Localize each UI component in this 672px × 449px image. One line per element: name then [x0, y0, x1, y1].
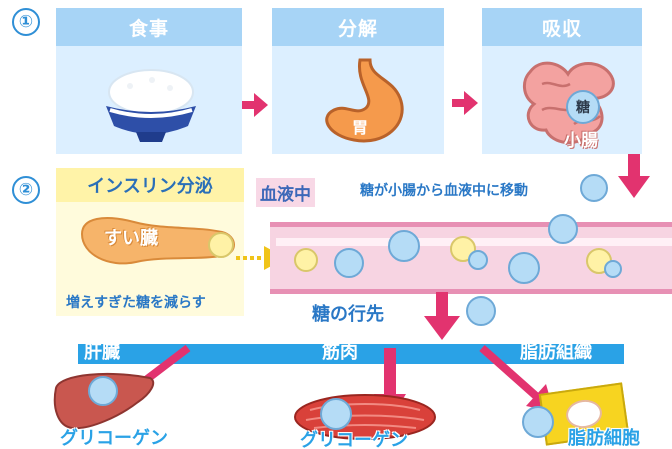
glucose-particle	[508, 252, 540, 284]
glucose-particle	[580, 174, 608, 202]
blood-label: 血液中	[256, 178, 315, 207]
meal-panel: 食事	[56, 8, 242, 154]
fat-tissue-label: 脂肪組織	[520, 342, 592, 363]
muscle-glycogen-label: グリコーゲン	[300, 430, 408, 449]
step-number-2: ②	[12, 176, 40, 204]
digestion-panel: 分解 胃	[272, 8, 444, 154]
move-text: 糖が小腸から血液中に移動	[360, 183, 528, 199]
glucose-particle	[320, 398, 352, 430]
fat-cell-label: 脂肪細胞	[568, 428, 640, 449]
stomach-label: 胃	[352, 118, 369, 137]
liver-label: 肝臓	[84, 342, 120, 363]
glucose-particle	[468, 250, 488, 270]
sugar-bubble-label: 糖	[576, 100, 590, 116]
glucose-particle	[388, 230, 420, 262]
sugar-bubble: 糖	[566, 90, 600, 124]
digestion-title: 分解	[272, 8, 444, 46]
glucose-particle	[88, 376, 118, 406]
glucose-particle	[548, 214, 578, 244]
small-intestine-label: 小腸	[564, 131, 598, 151]
glucose-particle	[466, 296, 496, 326]
sugar-destination-label: 糖の行先	[312, 304, 384, 325]
insulin-title: インスリン分泌	[56, 168, 244, 202]
pancreas-label: すい臓	[104, 228, 158, 249]
muscle-label: 筋肉	[322, 342, 358, 363]
insulin-particle	[294, 248, 318, 272]
meal-title: 食事	[56, 8, 242, 46]
arrow-down-icon	[424, 292, 460, 340]
glucose-particle	[334, 248, 364, 278]
stomach-icon	[325, 58, 404, 143]
absorption-panel: 吸収 糖 小腸	[482, 8, 642, 154]
reduce-sugar-text: 増えすぎた糖を減らす	[66, 295, 206, 311]
step-number-1: ①	[12, 8, 40, 36]
glucose-particle	[604, 260, 622, 278]
rice-bowl-icon	[106, 69, 196, 142]
arrow-right-icon	[242, 93, 268, 117]
absorption-title: 吸収	[482, 8, 642, 46]
insulin-particle	[208, 232, 234, 258]
arrow-right-icon	[452, 91, 478, 115]
arrow-down-icon	[618, 154, 650, 198]
pancreas-icon	[80, 217, 235, 265]
liver-glycogen-label: グリコーゲン	[60, 428, 168, 449]
glucose-particle	[522, 406, 554, 438]
